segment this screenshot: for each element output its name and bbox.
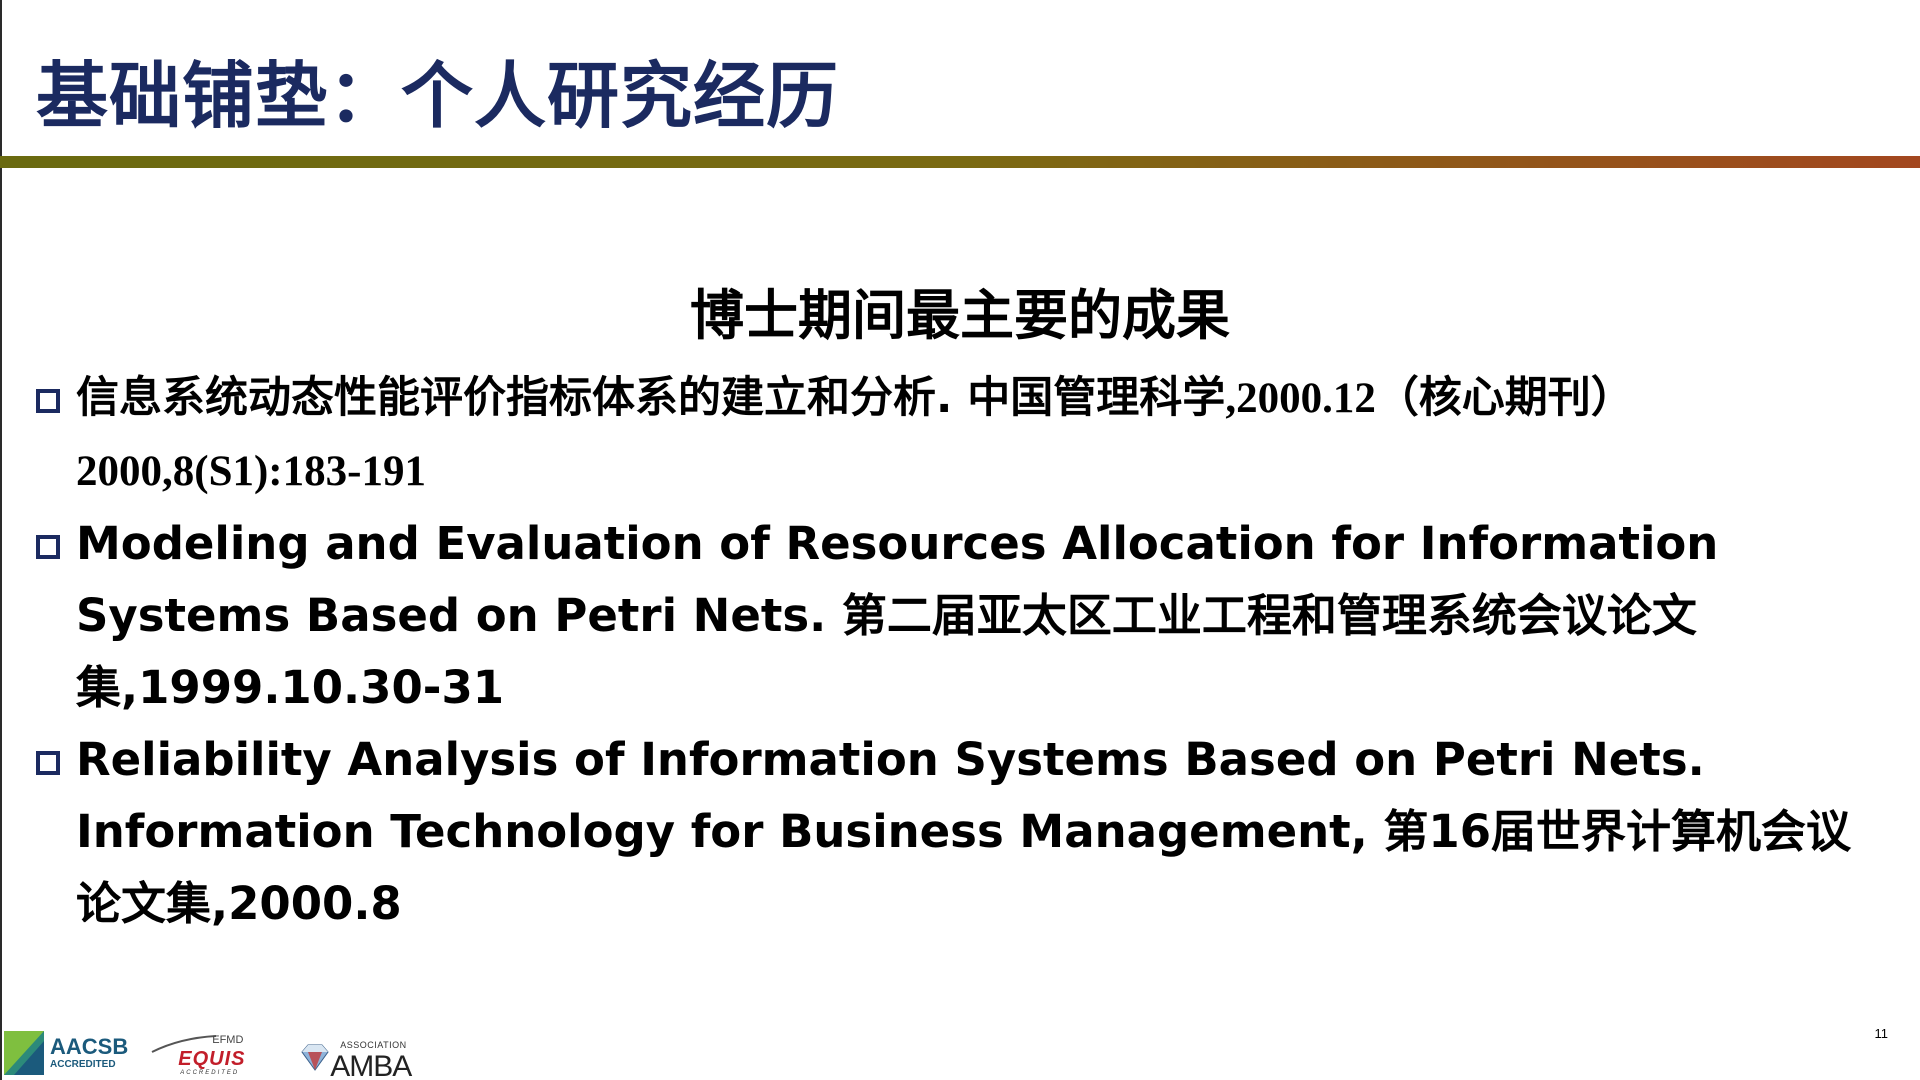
hollow-square-bullet-icon <box>36 389 60 413</box>
section-heading: 博士期间最主要的成果 <box>690 284 1230 347</box>
publication-citation: 2000,8(S1):183-191 <box>76 448 426 495</box>
publication-item: Reliability Analysis of Information Syst… <box>36 724 1886 940</box>
equis-name: EQUIS <box>178 1048 246 1070</box>
amba-name: AMBA <box>330 1050 412 1080</box>
publication-list: 信息系统动态性能评价指标体系的建立和分析. 中国管理科学,2000.12（核心期… <box>36 362 1886 940</box>
amba-gem-icon <box>301 1044 329 1071</box>
amba-logo: ASSOCIATION AMBA <box>300 1028 412 1080</box>
aacsb-logo: AACSB ACCREDITED <box>4 1031 128 1075</box>
amba-association: ASSOCIATION <box>340 1040 407 1050</box>
equis-logo: EFMD EQUIS ACCREDITED <box>150 1028 270 1078</box>
publication-item: 信息系统动态性能评价指标体系的建立和分析. 中国管理科学,2000.12（核心期… <box>36 362 1886 508</box>
hollow-square-bullet-icon <box>36 751 60 775</box>
publication-text: Reliability Analysis of Information Syst… <box>76 733 1852 930</box>
publication-text: Modeling and Evaluation of Resources All… <box>76 517 1719 714</box>
hollow-square-bullet-icon <box>36 535 60 559</box>
publication-title: 信息系统动态性能评价指标体系的建立和分析. 中国管理科学 <box>76 373 1226 423</box>
page-number: 11 <box>1874 1026 1889 1041</box>
equis-subtitle: ACCREDITED <box>180 1070 240 1076</box>
publication-item: Modeling and Evaluation of Resources All… <box>36 508 1886 724</box>
accreditation-logos: AACSB ACCREDITED EFMD EQUIS ACCREDITED A… <box>4 1026 412 1080</box>
slide-left-edge <box>0 0 2 1080</box>
title-divider <box>0 156 1920 168</box>
equis-org: EFMD <box>212 1034 244 1046</box>
aacsb-subtitle: ACCREDITED <box>50 1059 116 1070</box>
equis-swoosh-icon <box>151 1035 217 1053</box>
aacsb-mark-icon <box>4 1031 44 1075</box>
aacsb-name: AACSB <box>50 1034 129 1059</box>
publication-venue: ,2000.12（核心期刊） <box>1225 375 1634 422</box>
slide-title: 基础铺垫：个人研究经历 <box>36 54 840 138</box>
